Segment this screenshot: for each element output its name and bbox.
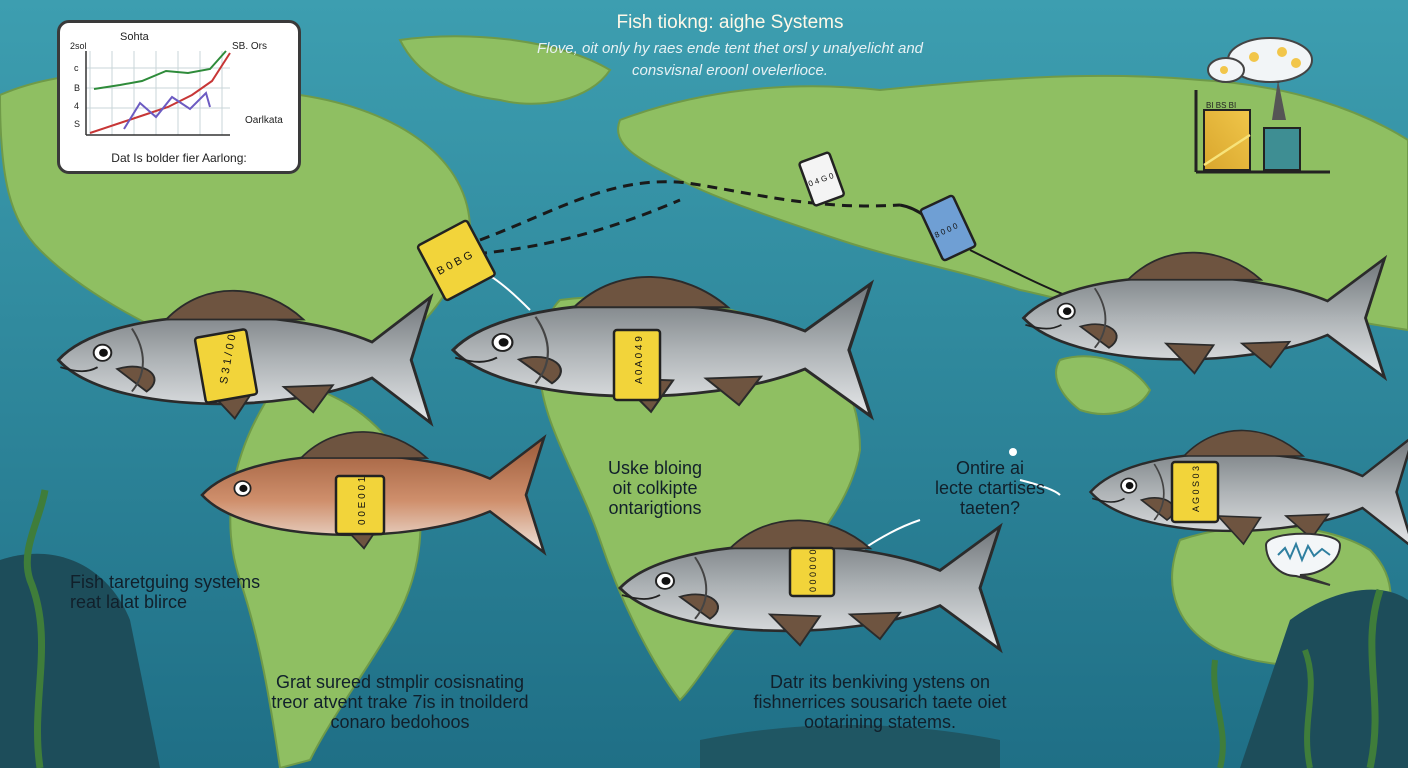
chart-caption: Dat Is bolder fier Aarlong: xyxy=(111,151,247,165)
callout-bottom-right-line-1: Datr its benkiving ystens on xyxy=(769,672,991,692)
tag-text-3: 0 0 E 0 0 1 xyxy=(357,476,368,525)
tag-8: 8 0 0 0 xyxy=(919,194,977,262)
subtitle-line-1: Flove, oit only hy raes ende tent thet o… xyxy=(536,40,924,57)
callout-center-line-2: oit colkipte xyxy=(612,478,698,498)
callout-right-line-2: lecte ctartises xyxy=(934,478,1046,498)
chart-tick-2: B xyxy=(74,83,81,93)
callout-bottom-right: Datr its benkiving ystens on fishnerrice… xyxy=(720,672,1040,732)
callout-bottom-left-line-2: treor atvent trake 7is in tnoilderd xyxy=(271,692,529,712)
callout-left-line-1: Fish taretguing systems xyxy=(70,572,261,592)
chart-title: Sohta xyxy=(120,31,149,43)
callout-bottom-left: Grat sureed stmplir cosisnating treor at… xyxy=(230,672,570,732)
speech-bubble-waveform xyxy=(1264,532,1342,586)
tag-5: A G 0 S 0 3 xyxy=(1170,460,1220,524)
callout-right: Ontire ai lecte ctartises taeten? xyxy=(910,458,1070,518)
callout-bottom-left-line-3: conaro bedohoos xyxy=(330,712,470,732)
tag-6: B 0 B G xyxy=(416,219,496,302)
line-chart-card: Sohta SB. Ors 2sol c B 4 S Oarlkata Dat … xyxy=(57,20,301,174)
callout-left-line-2: reat lalat blirce xyxy=(70,592,188,612)
tag-text-2: A 0 A 0 4 9 xyxy=(634,336,645,384)
tag-text-4: 0 0 0 0 0 0 xyxy=(808,549,818,592)
seafloor xyxy=(0,489,1408,768)
chart-plot xyxy=(85,50,231,136)
tag-7: 0 4 G 0 xyxy=(798,151,845,207)
callout-right-line-3: taeten? xyxy=(959,498,1021,518)
callout-bottom-left-line-1: Grat sureed stmplir cosisnating xyxy=(275,672,525,692)
chart-series-red xyxy=(89,52,231,134)
chart-series-purple xyxy=(123,91,211,130)
mini-chart-label: BI BS BI xyxy=(1206,101,1237,110)
callout-left: Fish taretguing systems reat lalat blirc… xyxy=(70,572,330,612)
tag-4: 0 0 0 0 0 0 xyxy=(788,546,836,598)
chart-axis-label-right: Oarlkata xyxy=(245,115,283,126)
callout-center-line-3: ontarigtions xyxy=(608,498,702,518)
map-pin-icon xyxy=(1009,448,1017,456)
chart-series-green xyxy=(93,50,227,90)
chart-y-label: 2sol xyxy=(70,41,87,51)
chart-tick-1: c xyxy=(74,63,79,73)
callout-bottom-right-line-2: fishnerrices sousarich taete oiet xyxy=(753,692,1007,712)
callout-right-line-1: Ontire ai xyxy=(955,458,1025,478)
page-title: Fish tiokng: aighe Systems xyxy=(616,12,844,33)
mini-bar-chart xyxy=(1194,73,1330,174)
callout-bottom-right-line-3: ootarining statems. xyxy=(803,712,957,732)
callout-center-line-1: Uske bloing xyxy=(607,458,703,478)
chart-tick-4: S xyxy=(74,119,81,129)
chart-tick-3: 4 xyxy=(74,101,80,111)
subtitle-line-2: consvisnal eroonl ovelerlioce. xyxy=(632,62,828,79)
thought-bubble xyxy=(1207,37,1313,83)
tag-1: S 3 1 / 0 0 xyxy=(193,328,259,404)
page-subtitle: Flove, oit only hy raes ende tent thet o… xyxy=(470,38,990,82)
tag-3: 0 0 E 0 0 1 xyxy=(334,474,386,536)
callout-center: Uske bloing oit colkipte ontarigtions xyxy=(580,458,730,518)
tag-text-5: A G 0 S 0 3 xyxy=(1191,466,1201,512)
chart-axis-label-top: SB. Ors xyxy=(232,41,268,52)
tag-2: A 0 A 0 4 9 xyxy=(612,328,662,402)
